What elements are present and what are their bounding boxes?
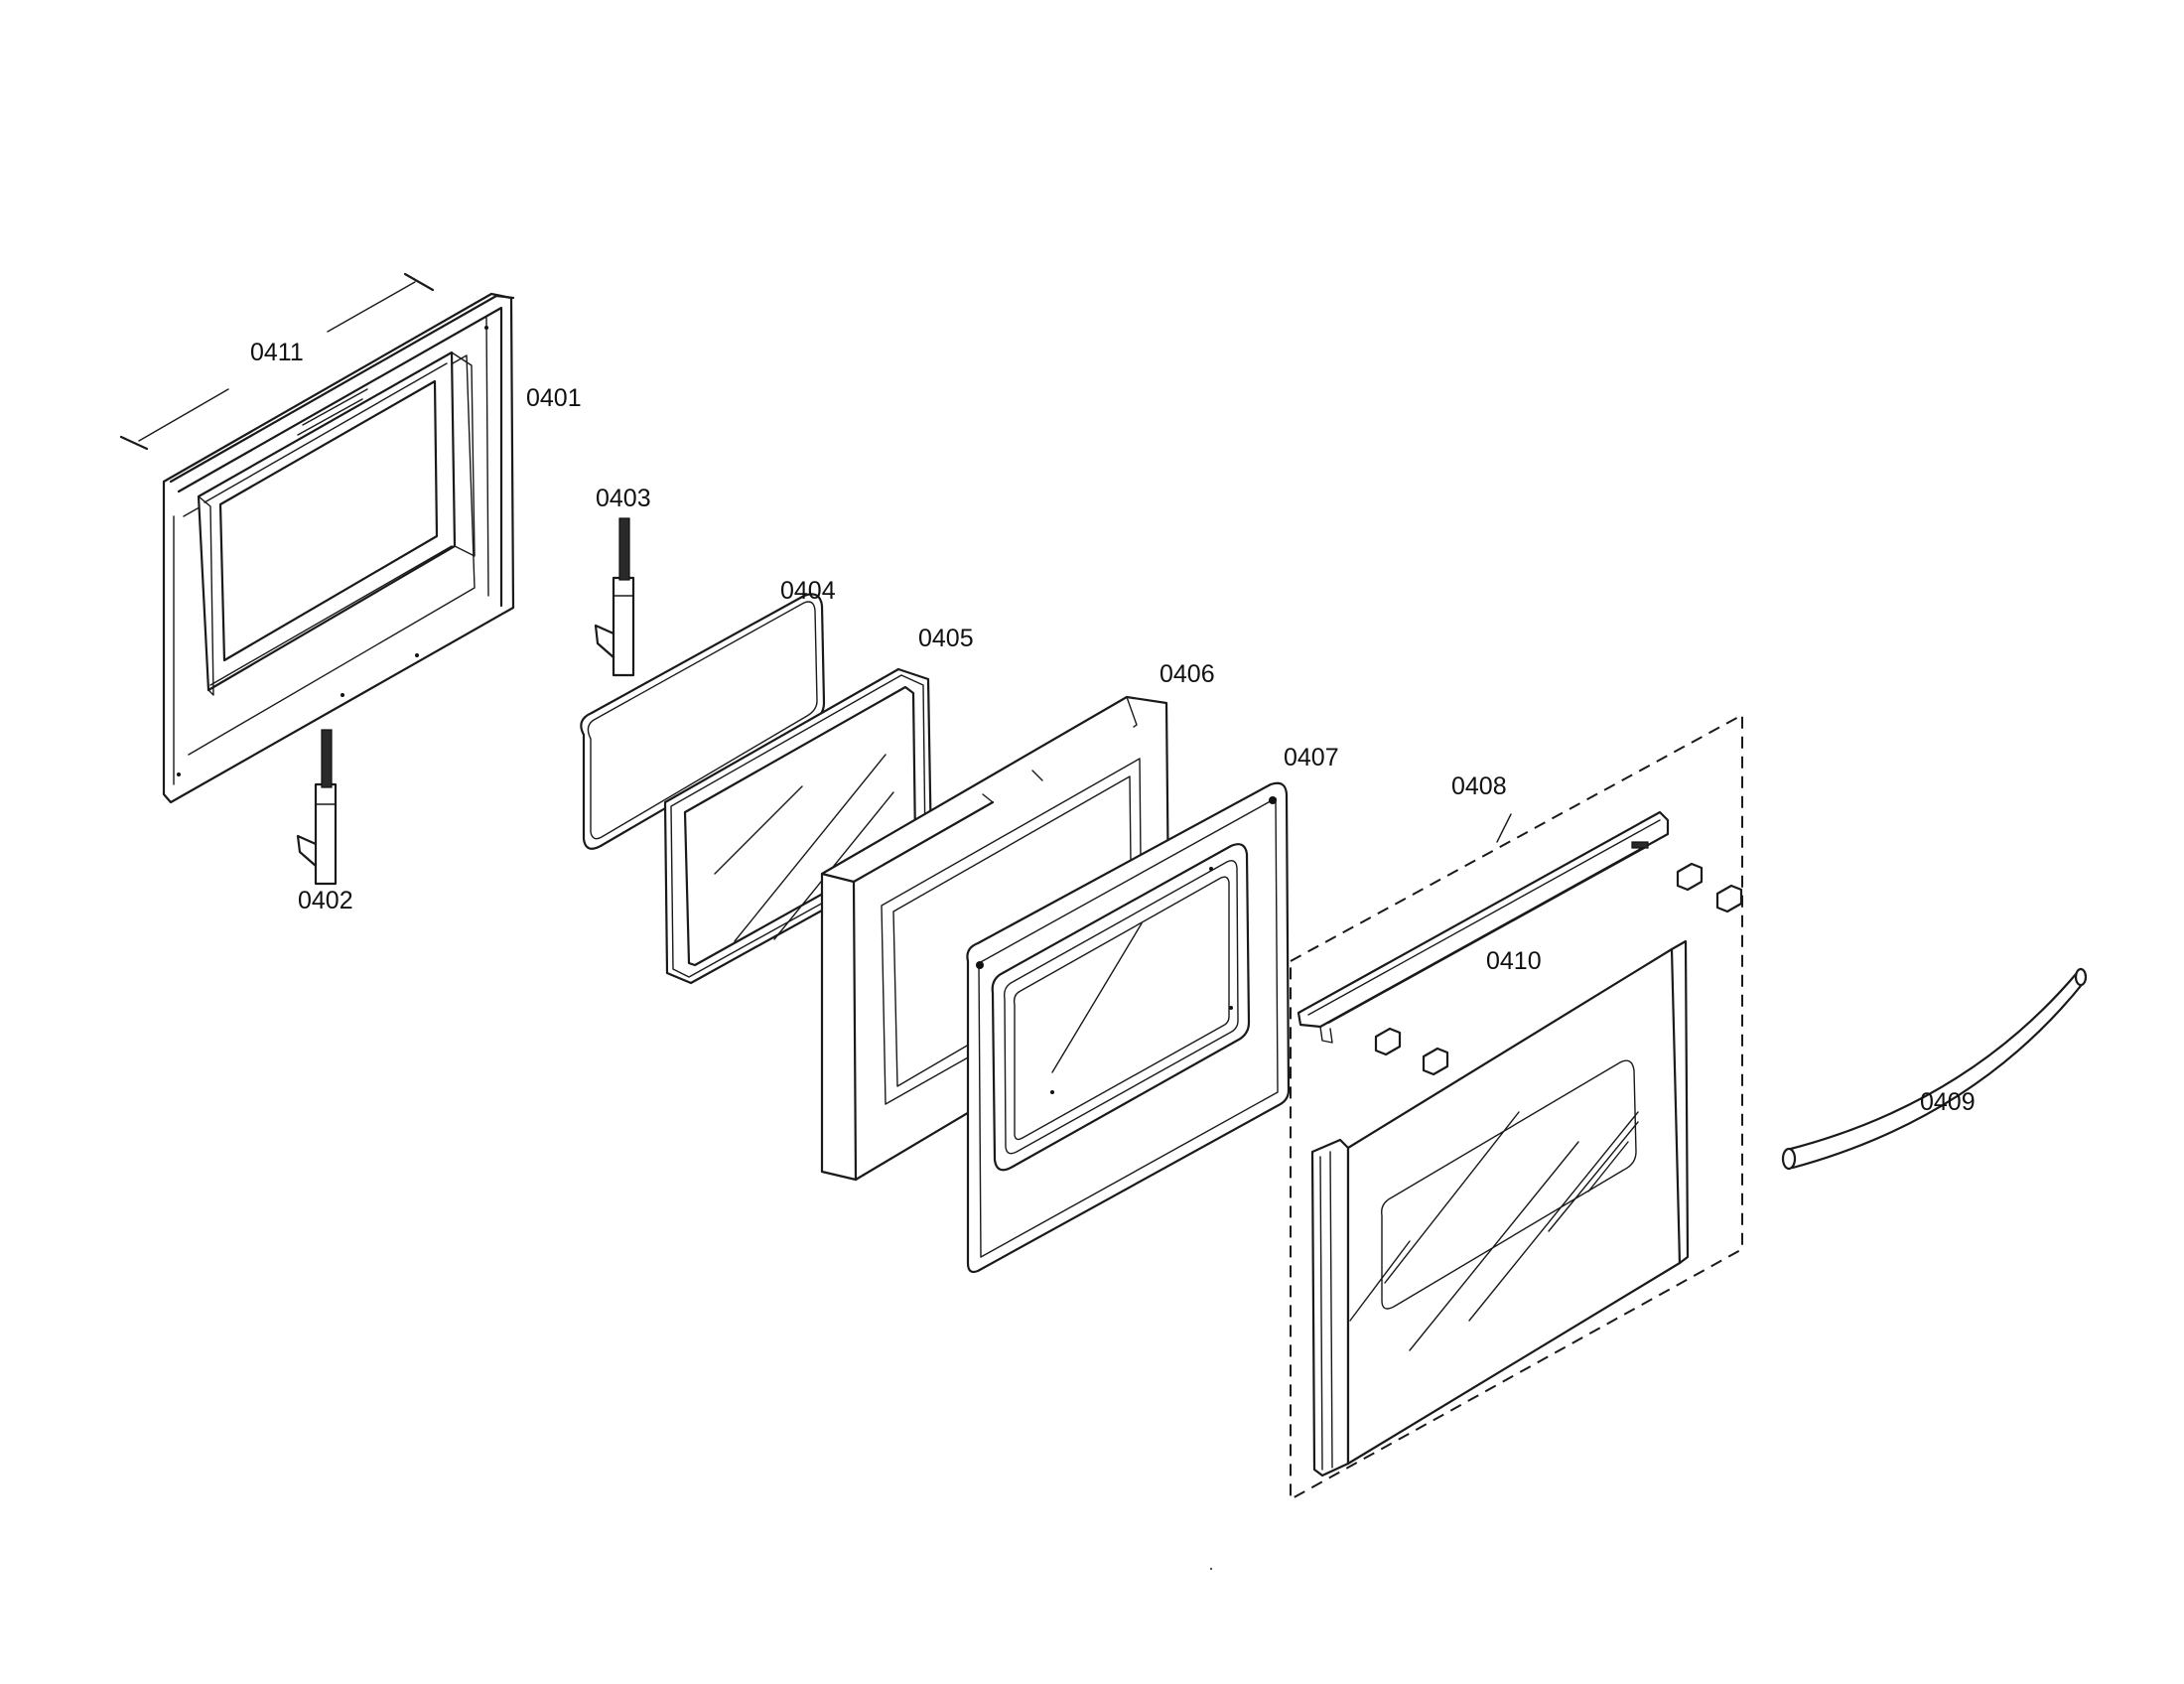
label-0401: 0401 [526,384,582,412]
part-0403-upper-hinge [594,517,635,677]
label-0404: 0404 [780,577,836,605]
part-0404-gasket [580,593,826,850]
part-0407-outer-door-frame [966,781,1291,1274]
outer-glass-door [1310,939,1690,1477]
part-0402-lower-hinge [296,729,338,886]
label-0405: 0405 [918,625,974,652]
label-0408: 0408 [1451,772,1507,800]
part-0409-handle [1781,967,2088,1171]
clip-icon [1374,862,1743,1076]
part-0408-assembly-boundary [1290,713,1743,1501]
label-0409: 0409 [1920,1088,1976,1116]
part-0401-inner-door-frame [162,292,515,804]
part-0410-top-trim [1297,810,1743,1076]
label-0410: 0410 [1486,947,1542,975]
label-0406: 0406 [1160,660,1215,688]
label-0411: 0411 [250,339,304,366]
part-0411-rod [119,272,435,451]
label-0402: 0402 [298,887,353,914]
label-0407: 0407 [1284,744,1339,772]
label-0403: 0403 [596,485,651,512]
part-0405-glass-pack [663,667,933,985]
